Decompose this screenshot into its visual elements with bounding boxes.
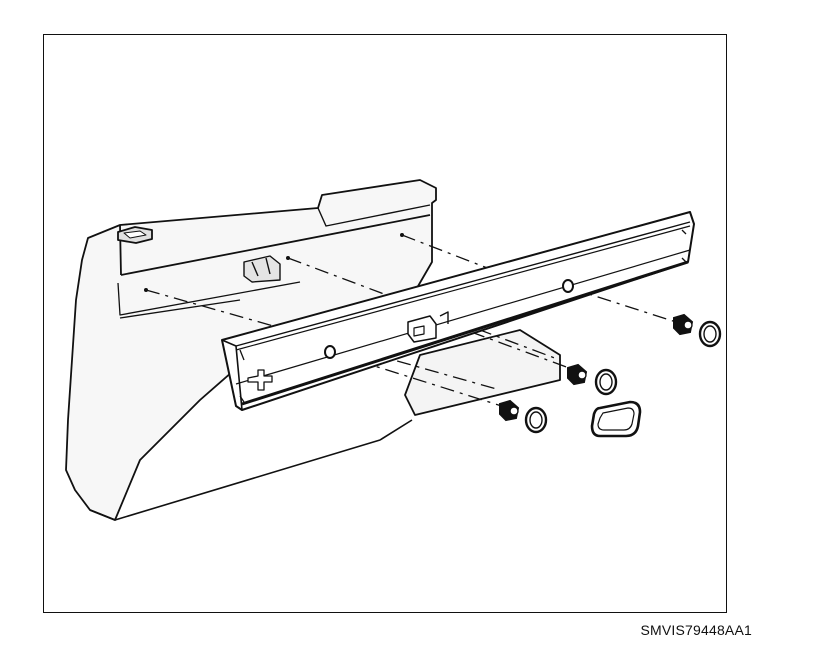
bolt-lower <box>499 399 520 422</box>
rail-hole-1 <box>324 345 336 359</box>
seat-back-panel <box>65 179 561 521</box>
bolt-right <box>673 313 694 336</box>
washer-lower <box>524 406 548 434</box>
bolt-middle <box>567 363 588 386</box>
washer-middle <box>594 368 618 396</box>
washer-right <box>698 320 722 348</box>
trim-rail <box>221 211 695 411</box>
rail-hole-2 <box>562 279 574 293</box>
fasteners <box>499 313 722 434</box>
gasket <box>590 400 642 438</box>
figure-code: SMVIS79448AA1 <box>640 622 752 638</box>
